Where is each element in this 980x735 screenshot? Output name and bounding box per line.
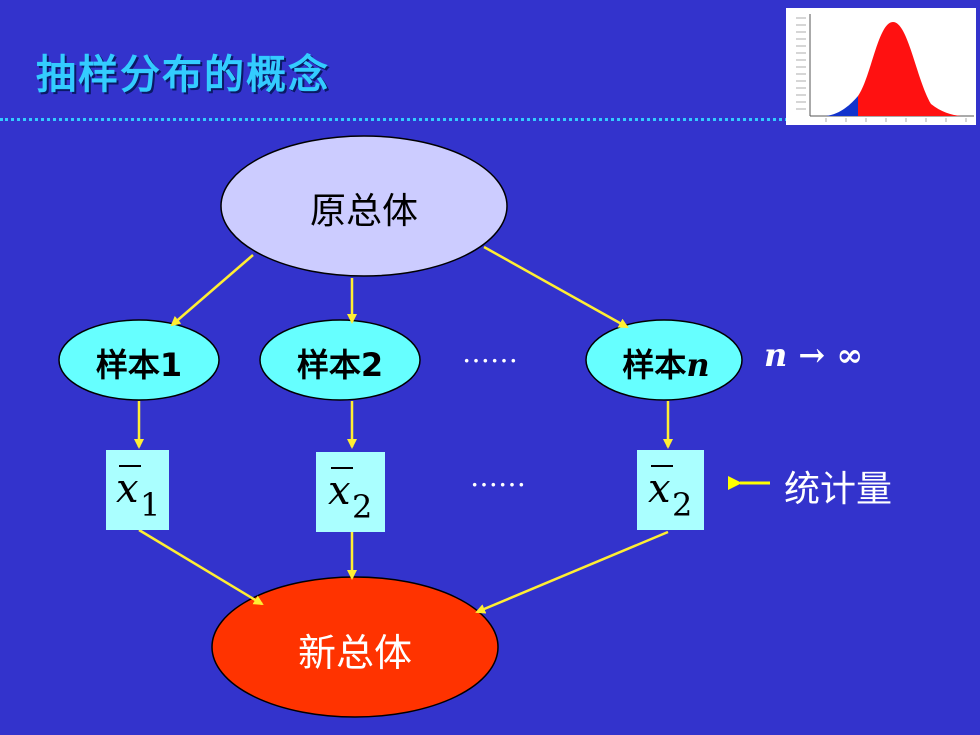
title-divider [0,118,800,121]
sample-2-node [259,319,421,401]
statistic-label: 统计量 [784,469,893,510]
sample-ellipsis: …… [462,336,518,369]
new-population-label: 新总体 [297,631,412,675]
sample-n-label: 样本n [586,340,746,386]
normal-curve-icon [786,8,976,125]
statistic-n-subscript: 2 [672,486,693,524]
sample-1-label: 样本1 [59,340,219,386]
limit-notation: n → ∞ [764,336,864,374]
arrow-origin-to-sample-1 [170,254,254,327]
statistic-n-overline [651,465,673,467]
origin-population-label: 原总体 [309,191,418,232]
normal-distribution-thumbnail-icon [786,8,976,125]
origin-population-node [220,135,508,277]
sample-2-prefix: 样本 [296,346,361,384]
slide-title: 抽样分布的概念 [36,52,330,98]
statistic-n-variable: x [648,466,671,512]
statistic-1-subscript: 1 [140,486,161,524]
sample-n-suffix: n [686,346,710,384]
statistic-1-overline [119,465,141,467]
statistic-box-1: x 1 [106,450,169,530]
sample-n-node [585,319,743,401]
statistic-box-n: x 2 [637,450,704,530]
arrow-origin-to-sample-n [483,245,629,329]
sample-2-suffix: 2 [360,346,384,384]
statistic-2-subscript: 2 [352,488,373,526]
statistic-2-overline [331,467,353,469]
statistic-ellipsis: …… [470,460,526,493]
sample-1-prefix: 样本 [95,346,160,384]
sample-2-label: 样本2 [260,340,420,386]
arrow-stat-1-to-new [138,528,264,606]
sample-1-node [58,319,220,401]
statistic-1-variable: x [116,466,139,512]
sample-1-suffix: 1 [159,346,183,384]
statistic-2-variable: x [328,468,351,514]
arrow-stat-n-to-new [475,530,669,614]
sample-n-prefix: 样本 [622,346,687,384]
statistic-box-2: x 2 [316,452,385,532]
